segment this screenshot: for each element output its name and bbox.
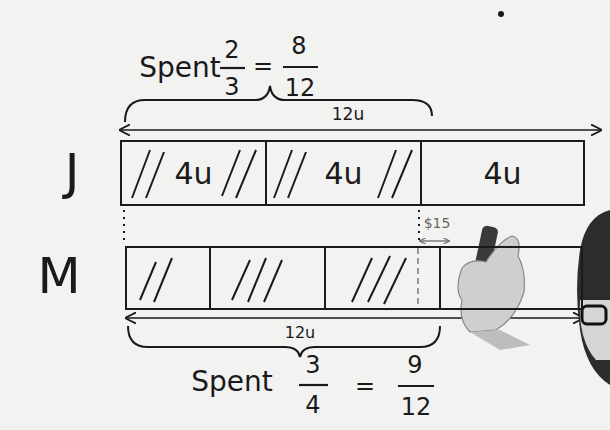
handwritten-label: 2 xyxy=(224,37,239,63)
dimension-arrow xyxy=(120,129,601,131)
bar-name: J xyxy=(65,145,80,200)
handwritten-label: 3 xyxy=(305,352,320,378)
handwritten-label: 12 xyxy=(401,394,432,420)
handwritten-label: 3 xyxy=(224,74,239,100)
handwritten-label: Spent xyxy=(191,367,273,398)
handwritten-label: 12u xyxy=(285,324,316,342)
difference-arrow xyxy=(420,240,449,241)
handwritten-label: = xyxy=(355,373,375,399)
segment-divider xyxy=(210,247,440,309)
bar-segment: 4u xyxy=(422,142,583,204)
handwritten-label: 4 xyxy=(305,392,320,418)
fraction-bar xyxy=(220,67,245,69)
hatching xyxy=(140,256,406,304)
fraction-bar xyxy=(283,66,318,68)
fraction-bar xyxy=(398,385,434,387)
handwritten-label: 8 xyxy=(291,33,306,59)
handwritten-label: 12 xyxy=(285,75,316,101)
fraction-bar xyxy=(299,384,328,386)
bar-name: M xyxy=(37,249,80,304)
segment-label: 4u xyxy=(171,157,215,190)
handwritten-label: 9 xyxy=(407,352,422,378)
ink-dot xyxy=(498,11,504,17)
dimension-arrow xyxy=(126,317,583,319)
bar-model: M xyxy=(125,246,583,310)
hatching xyxy=(132,150,412,198)
segment-label: 4u xyxy=(321,157,365,190)
bar-segment: 4u xyxy=(122,142,267,204)
dotted-guide xyxy=(124,210,419,243)
segment-label: 4u xyxy=(480,157,524,190)
handwritten-label: 12u xyxy=(332,105,364,124)
dotted-guide xyxy=(417,248,419,308)
presenter xyxy=(458,210,610,385)
brace xyxy=(125,86,432,122)
handwritten-label: = xyxy=(253,53,273,79)
bar-segment: 4u xyxy=(267,142,422,204)
bar-model: J4u4u4u xyxy=(120,140,585,206)
handwritten-label: $15 xyxy=(424,216,451,231)
handwritten-label: Spent xyxy=(139,53,221,84)
brace xyxy=(128,326,440,357)
